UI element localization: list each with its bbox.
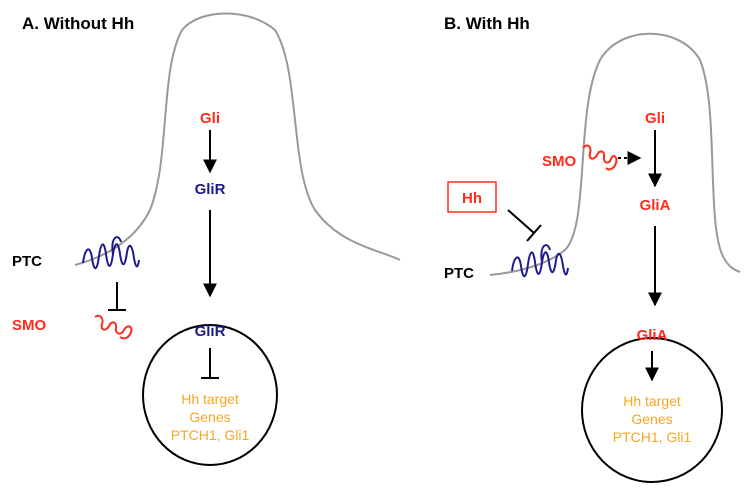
panel-b-smo-label: SMO — [542, 153, 577, 170]
panel-b-target-line-1: Hh target — [623, 393, 681, 409]
panel-a-target-line-1: Hh target — [181, 391, 239, 407]
panel-b-hh-ptc-inhibition-bar — [526, 224, 542, 242]
panel-b-glia-nucleus-label: GliA — [637, 327, 668, 344]
panel-a-smo-label: SMO — [12, 317, 47, 334]
panel-a-ptc-receptor — [82, 243, 140, 270]
panel-b-hh-label: Hh — [462, 190, 482, 207]
panel-b-title: B. With Hh — [444, 14, 530, 33]
panel-a: A. Without Hh PTC SMO Gli GliR GliR Hh t… — [12, 12, 401, 466]
panel-a-nucleus — [142, 324, 278, 466]
panel-b-target-line-3: PTCH1, Gli1 — [613, 429, 692, 445]
panel-a-gli-label: Gli — [200, 110, 220, 127]
panel-b-hh-box — [447, 181, 497, 213]
panel-b-smo-receptor — [582, 144, 618, 171]
panel-a-glir-nucleus-label: GliR — [195, 323, 226, 340]
panel-b-ptc-label: PTC — [444, 265, 474, 282]
panel-a-smo-receptor — [94, 314, 133, 340]
panel-b-nucleus — [581, 337, 723, 483]
panel-b: B. With Hh Hh PTC SMO Gli GliA GliA Hh t… — [444, 14, 741, 483]
panel-a-ptc-loop — [111, 236, 122, 255]
panel-b-ptc-loop — [540, 244, 551, 263]
panel-a-ptc-label: PTC — [12, 253, 42, 270]
panel-a-cell-membrane — [74, 12, 401, 266]
panel-b-target-line-2: Genes — [631, 411, 672, 427]
panel-a-title: A. Without Hh — [22, 14, 134, 33]
panel-b-gli-label: Gli — [645, 110, 665, 127]
panel-b-hh-ptc-inhibition — [507, 209, 535, 234]
panel-a-target-line-2: Genes — [189, 409, 230, 425]
panel-b-cell-membrane — [489, 32, 741, 276]
panel-b-glia-cyto-label: GliA — [640, 197, 671, 214]
panel-a-glir-cyto-label: GliR — [195, 181, 226, 198]
panel-a-target-line-3: PTCH1, Gli1 — [171, 427, 250, 443]
